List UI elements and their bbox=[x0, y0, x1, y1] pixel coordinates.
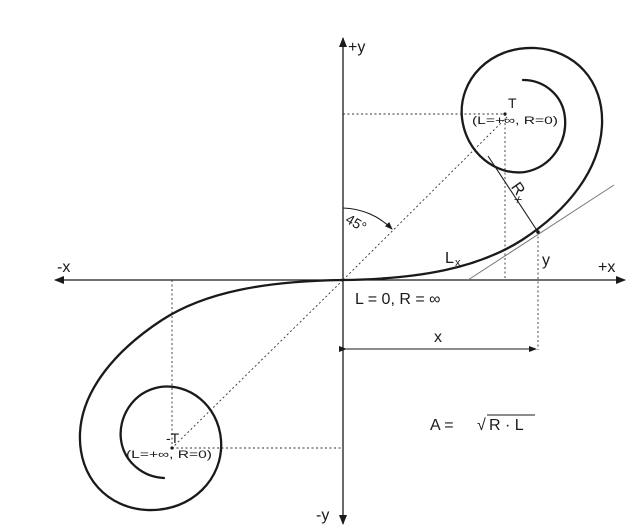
point-neg-t-marker bbox=[170, 446, 174, 450]
point-t-label: T bbox=[508, 95, 517, 111]
neg-y-label: -y bbox=[316, 507, 329, 524]
neg-x-label: -x bbox=[57, 259, 70, 276]
formula-sqrt: √ bbox=[477, 417, 486, 434]
pos-y-label: +y bbox=[348, 39, 365, 56]
point-t-marker bbox=[503, 112, 507, 116]
curve-point-marker bbox=[536, 230, 540, 234]
clothoid-curve-positive bbox=[341, 46, 604, 282]
svg-text:x: x bbox=[455, 257, 461, 269]
construction-lines bbox=[171, 113, 539, 449]
formula-lhs: A = bbox=[430, 417, 458, 434]
clothoid-curve-negative bbox=[78, 278, 345, 512]
point-neg-t-label: -T bbox=[166, 430, 180, 446]
radius-label: R x bbox=[507, 179, 528, 206]
y-coordinate-label: y bbox=[542, 252, 550, 269]
point-neg-t-condition: (L=+∞, R=0) bbox=[126, 449, 212, 461]
angle-arc bbox=[342, 207, 393, 230]
svg-text:L: L bbox=[445, 250, 454, 267]
formula: A = √ R · L bbox=[430, 414, 535, 434]
point-t-condition: (L=+∞, R=0) bbox=[472, 115, 558, 127]
arc-length-label: L x bbox=[445, 250, 461, 269]
svg-text:x: x bbox=[512, 194, 525, 206]
x-coordinate-label: x bbox=[434, 329, 442, 346]
origin-condition: L = 0, R = ∞ bbox=[355, 291, 441, 308]
angle-label: 45° bbox=[343, 211, 369, 235]
formula-radicand: R · L bbox=[489, 417, 524, 434]
pos-x-label: +x bbox=[598, 259, 615, 276]
tangent-line bbox=[467, 184, 615, 281]
